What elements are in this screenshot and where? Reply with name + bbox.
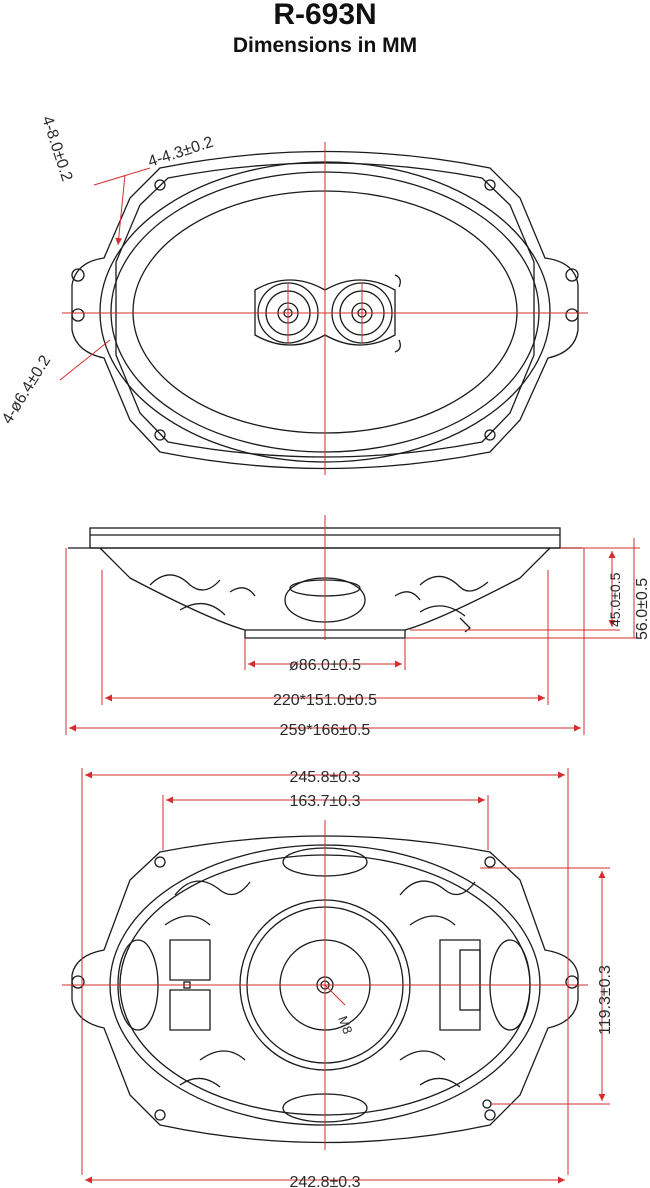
subtitle: Dimensions in MM xyxy=(232,34,418,57)
overall-size-label: 259*166±0.5 xyxy=(280,722,371,739)
top-view-centerlines xyxy=(59,142,588,475)
magnet-diameter-label: ø86.0±0.5 xyxy=(289,657,361,674)
bottom-view-dimensions xyxy=(62,768,610,1184)
hole-small-label: 4-4.3±0.2 xyxy=(146,134,216,171)
height-label: 119.3±0.3 xyxy=(597,965,614,1035)
bottom-frame xyxy=(71,835,579,1144)
bottom-width-label: 242.8±0.3 xyxy=(289,1174,360,1188)
screw-label: M8 xyxy=(335,1014,355,1036)
outer-width-label: 245.8±0.3 xyxy=(289,769,360,786)
depth-total-label: 56.0±0.5 xyxy=(634,578,650,640)
inner-width-label: 163.7±0.3 xyxy=(289,793,360,810)
side-view-dimensions xyxy=(65,515,640,735)
depth-inner-label: 45.0±0.5 xyxy=(607,572,623,627)
top-frame xyxy=(71,150,579,470)
model-title: R-693N xyxy=(273,0,377,31)
cutout-label: 220*151.0±0.5 xyxy=(273,692,377,709)
hole-large-label: 4-ø6.4±0.2 xyxy=(0,352,54,427)
hole-slot-label: 4-8.0±0.2 xyxy=(38,114,75,184)
